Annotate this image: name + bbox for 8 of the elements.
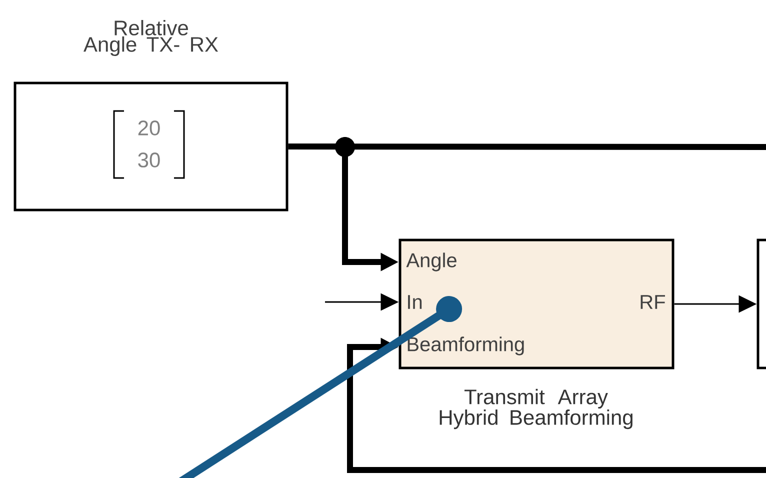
arrow [347,338,766,473]
block [756,238,766,370]
leader-line [178,296,462,478]
node-label: Transmit Array Hybrid Beamforming [440,388,632,430]
constant-block: Relative Angle TX- RX 20 30 [14,20,288,212]
node-label: Relative Angle TX- RX [84,20,218,56]
subsystem-block: Angle In Beamforming RF Transmit Array Hybrid Beamforming [398,238,674,430]
connector-line [288,144,766,150]
